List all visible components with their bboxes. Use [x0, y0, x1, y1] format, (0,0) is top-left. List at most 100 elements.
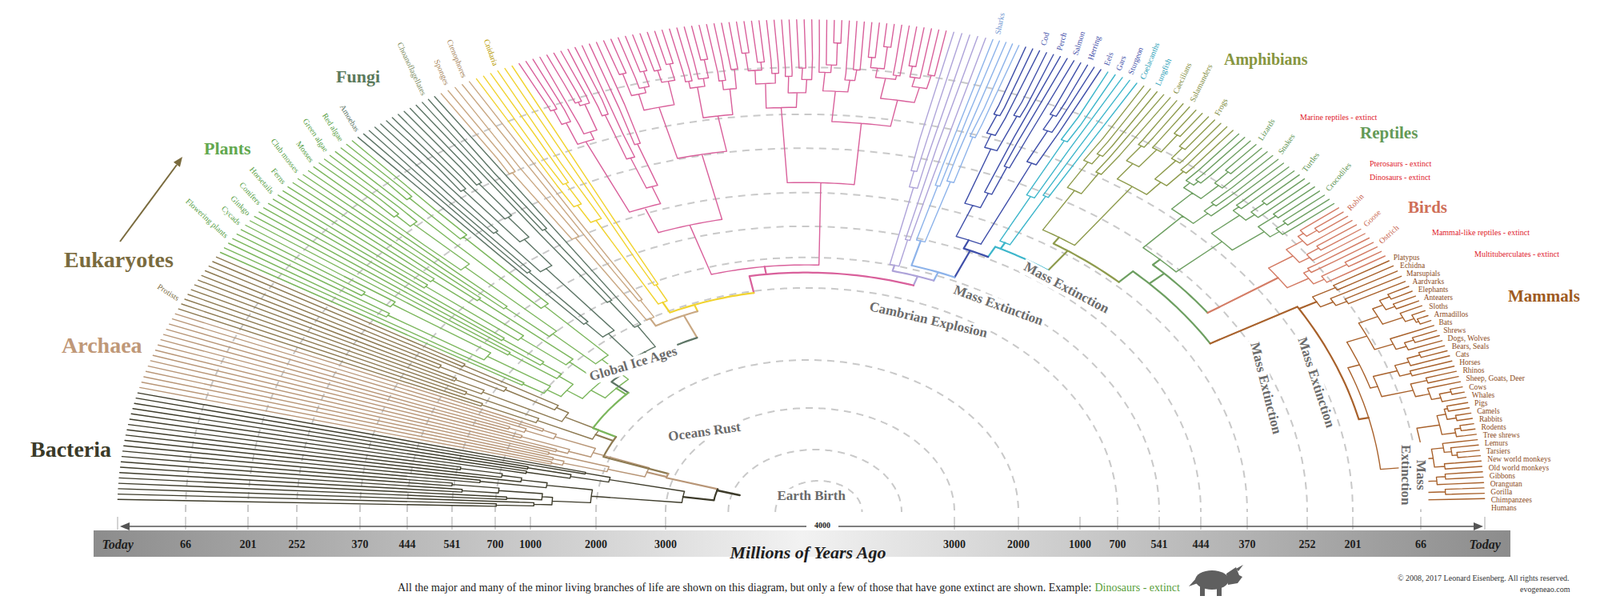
time-arrow [838, 525, 1476, 528]
axis-tick-label: 1000 [1068, 538, 1092, 552]
tick-mark [296, 516, 298, 530]
event-label: Mass Extinction [1019, 258, 1114, 319]
taxon-label: Lizards [1256, 117, 1277, 143]
taxon-label: Herring [1086, 35, 1104, 62]
tree-branch [1268, 208, 1386, 288]
arrow-head [173, 156, 183, 168]
axis-tick-label: 2000 [584, 538, 608, 552]
group-label: Archaea [61, 332, 143, 359]
time-ellipse [728, 449, 902, 512]
axis-tick-label: 444 [399, 538, 416, 552]
taxon-label: Sheep, Goats, Deer [1465, 375, 1524, 384]
axis-tick-label: 252 [288, 538, 306, 552]
arrow-head [120, 522, 130, 531]
taxon-label: Orangutan [1490, 480, 1523, 489]
tick-mark [1306, 516, 1308, 530]
taxon-label: Chimpanzees [1491, 496, 1532, 505]
tick-mark [1352, 516, 1354, 530]
taxon-label: Sponges [432, 57, 452, 87]
taxon-label: Humans [1491, 504, 1517, 513]
tree-branch [592, 388, 628, 437]
tree-branch [117, 392, 684, 507]
tree-branch [1208, 277, 1279, 313]
tree-branch [954, 240, 988, 277]
taxon-label: Shrews [1443, 327, 1466, 336]
taxon-label: Perch [1054, 31, 1068, 52]
taxon-label: Pigs [1474, 400, 1488, 408]
group-label: Mammals [1508, 286, 1580, 306]
axis-tick-label: Today [1469, 537, 1501, 552]
triceratops-shape [1188, 564, 1244, 596]
taxon-label: Gibbons [1489, 472, 1516, 481]
tree-branch [519, 20, 947, 275]
taxon-label: Protists [155, 282, 180, 304]
tree-branch [1210, 301, 1369, 420]
taxon-label: New world monkeys [1487, 456, 1551, 464]
tree-branch [358, 96, 656, 359]
taxon-label: Ferns [268, 166, 288, 186]
taxon-label: Rhinos [1462, 367, 1484, 376]
tick-mark [247, 516, 249, 530]
taxon-label: Cows [1468, 384, 1487, 392]
taxon-label: Snakes [1276, 132, 1297, 156]
axis-tick-label: 541 [1151, 538, 1168, 552]
axis-tick-label: 201 [240, 538, 257, 552]
taxon-label: Red algae [320, 111, 346, 144]
taxon-label: Camels [1476, 408, 1500, 416]
axis-tick-label: 252 [1299, 538, 1316, 552]
group-label: Bacteria [30, 436, 112, 463]
tree-branch [916, 39, 1020, 242]
group-label: Eukaryotes [64, 247, 174, 273]
axis-tick-label: 66 [1415, 538, 1427, 552]
tick-mark [1017, 516, 1020, 530]
taxon-label: Lemurs [1484, 440, 1508, 448]
event-label: Mass Extinction [1398, 441, 1428, 508]
taxon-label: Choanoflagellates [395, 40, 428, 97]
time-ellipse [296, 148, 1308, 512]
taxon-label: Aardvarks [1412, 278, 1445, 287]
time-ticks [117, 516, 1485, 530]
axis-tick-label: 66 [180, 538, 192, 552]
taxon-label: Anteaters [1424, 294, 1453, 303]
taxon-label: Salamanders [1188, 63, 1215, 104]
arrow-head [1473, 522, 1484, 531]
taxon-label: Robin [1345, 192, 1366, 213]
tick-mark [494, 516, 496, 530]
tick-mark [1420, 516, 1422, 530]
taxon-label: Whales [1472, 392, 1496, 400]
taxon-label: Turtles [1300, 150, 1322, 174]
taxon-label: Platypus [1393, 254, 1420, 263]
tick-mark [1484, 516, 1486, 530]
time-ellipse [452, 257, 1160, 512]
event-label: Earth Birth [775, 488, 848, 504]
taxon-label: Bats [1439, 319, 1453, 328]
taxon-label: Eels [1101, 50, 1116, 67]
taxon-label: Marsupials [1406, 270, 1440, 279]
axis-tick-label: 444 [1192, 538, 1210, 552]
tick-mark [1079, 516, 1081, 530]
tick-mark [953, 516, 956, 530]
tick-mark [664, 516, 667, 530]
caption-example: Dinosaurs - extinct [1094, 581, 1180, 594]
tree-branch [178, 256, 600, 440]
taxon-label: Horses [1459, 359, 1480, 368]
tree-branch [683, 488, 719, 500]
taxon-label: Flowering plants [184, 196, 230, 240]
time-ellipse [248, 114, 1353, 512]
tree-branch [1143, 133, 1335, 272]
taxon-label: Goose [1361, 208, 1383, 229]
taxon-label: Cnidaria [482, 38, 500, 68]
extinct-label: Marine reptiles - extinct [1300, 112, 1377, 123]
tick-mark [529, 516, 532, 530]
taxon-label: Sharks [992, 12, 1007, 36]
taxon-label: Gars [1114, 54, 1128, 72]
axis-tick-label: 700 [1109, 538, 1127, 552]
time-ellipse [775, 480, 862, 512]
event-label: Cambrian Explosion [864, 298, 991, 341]
axis-tick-label: 3000 [943, 538, 966, 552]
taxon-label: Lungfish [1152, 57, 1173, 88]
website: evogeneao.com [1520, 584, 1570, 595]
triceratops-icon [1188, 562, 1244, 598]
taxon-label: Elephants [1418, 286, 1448, 295]
